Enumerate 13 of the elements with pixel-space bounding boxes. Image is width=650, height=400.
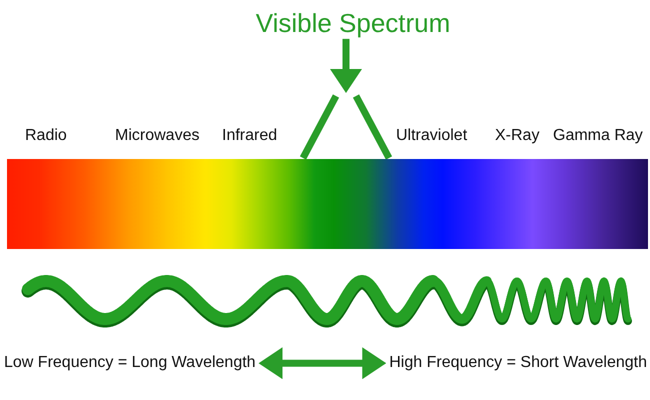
band-label: Infrared (222, 127, 278, 146)
scale-end-label: High Frequency = Short Wavelength (389, 354, 647, 372)
double-headed-arrow (258, 347, 386, 380)
band-label: Radio (25, 127, 67, 146)
band-label: Gamma Ray (553, 127, 643, 146)
spectrum-bar (7, 159, 648, 249)
heading: Visible Spectrum (256, 9, 450, 39)
band-label: Microwaves (115, 127, 200, 146)
arrow (330, 38, 362, 93)
visible-range-bracket (299, 93, 393, 159)
band-label: X-Ray (495, 127, 540, 146)
scale-end-label: Low Frequency = Long Wavelength (4, 354, 256, 372)
band-label: Ultraviolet (396, 127, 468, 146)
